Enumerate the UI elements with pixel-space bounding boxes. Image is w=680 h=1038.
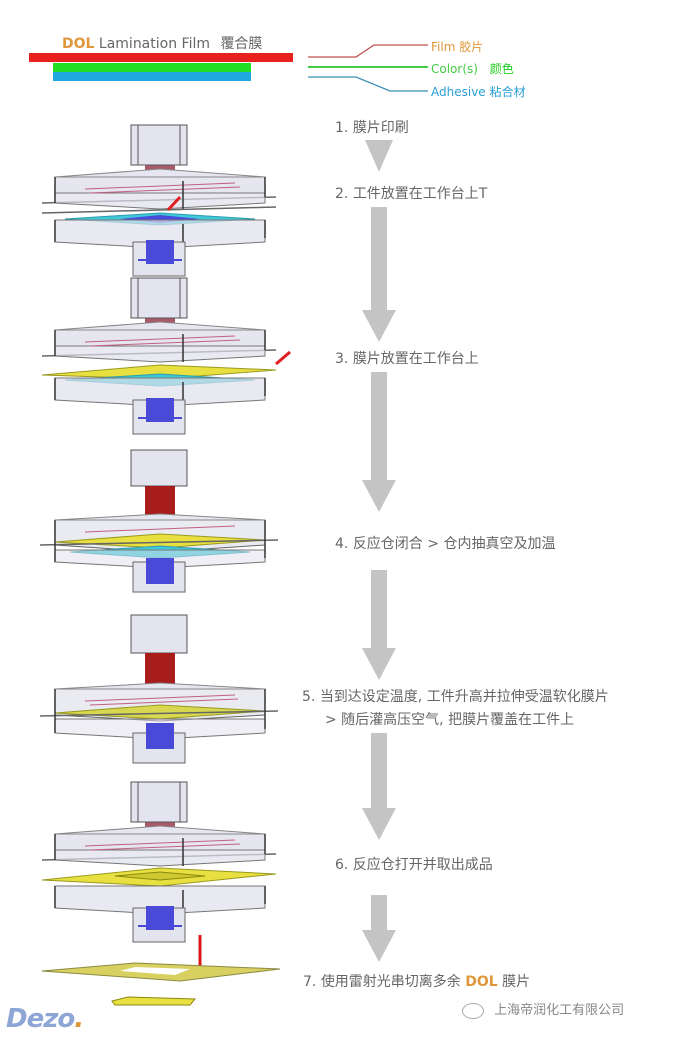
watermark: 上海帝润化工有限公司 xyxy=(462,999,624,1019)
legend-label-adhesive: Adhesive 粘合材 xyxy=(431,85,526,99)
dezo-logo: Dezo. xyxy=(6,1004,84,1034)
step-2-label: 2. 工件放置在工作台上T xyxy=(335,186,488,202)
legend-leader-lines xyxy=(308,44,428,92)
wechat-icon xyxy=(462,1002,484,1019)
arrow-red-pointer xyxy=(275,350,291,366)
step-7-label: 7. 使用雷射光串切离多余 DOL 膜片 xyxy=(303,974,531,990)
process-illustrations xyxy=(39,124,291,1006)
stage-4-illustration xyxy=(39,449,279,593)
adhesive-leader-line xyxy=(308,76,428,92)
arrow-red-pointer xyxy=(166,195,182,212)
arrow-5-icon xyxy=(362,733,396,840)
adhesive-layer-bar xyxy=(53,72,251,81)
film-layer-bar xyxy=(29,53,293,62)
step-6-label: 6. 反应仓打开并取出成品 xyxy=(335,857,493,873)
film-leader-line xyxy=(308,44,428,58)
step-5-label-line2: > 随后灌高压空气, 把膜片覆盖在工件上 xyxy=(325,712,575,728)
legend-label-color: Color(s) 颜色 xyxy=(431,62,514,76)
stage-5-illustration xyxy=(39,614,279,764)
step-1-label: 1. 膜片印刷 xyxy=(335,120,409,136)
legend-title-cn: 覆合膜 xyxy=(220,36,263,52)
stage-2-illustration xyxy=(41,124,277,277)
arrow-4-icon xyxy=(362,570,396,680)
arrow-6-icon xyxy=(362,895,396,962)
step-4-label: 4. 反应仓闭合 > 仓内抽真空及加温 xyxy=(335,536,556,552)
legend-title: DOL Lamination Film 覆合膜 xyxy=(62,33,262,53)
stage-7-illustration xyxy=(41,935,281,1006)
stage-3-illustration xyxy=(41,277,291,435)
legend-title-text: Lamination Film xyxy=(98,36,210,52)
step-5-label: 5. 当到达设定温度, 工件升高并拉伸受温软化膜片 xyxy=(302,689,609,705)
arrow-1-icon xyxy=(365,140,393,172)
legend-label-film: Film 胶片 xyxy=(431,40,484,54)
arrow-3-icon xyxy=(362,372,396,512)
watermark-text: 上海帝润化工有限公司 xyxy=(494,1003,625,1018)
step-3-label: 3. 膜片放置在工作台上 xyxy=(335,351,479,367)
arrow-2-icon xyxy=(362,207,396,342)
legend-title-brand: DOL xyxy=(62,36,95,52)
color-layer-bar xyxy=(53,63,251,72)
stage-6-illustration xyxy=(41,781,277,943)
